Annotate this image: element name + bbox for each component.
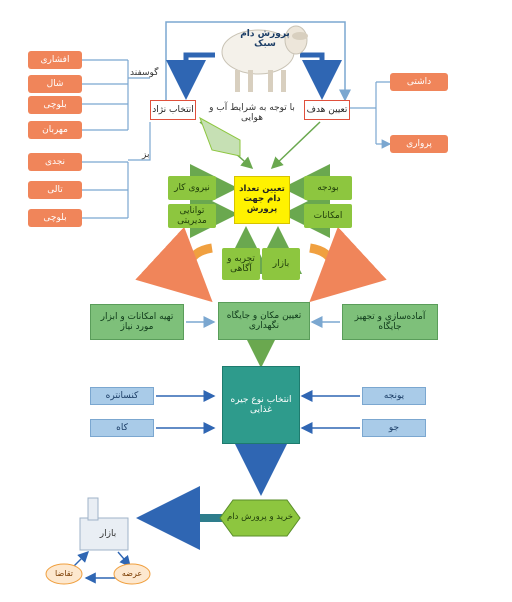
count-right-2: امکانات (304, 204, 352, 228)
feed-center: انتخاب نوع جیره غذایی (222, 366, 300, 444)
count-bottom-2: بازار (262, 248, 300, 280)
sheep-icon (221, 25, 308, 92)
sheep-to-goal-arrow (300, 52, 342, 100)
goat-breeds-connector (82, 122, 151, 219)
buy-label: خرید و پرورش دام (226, 512, 294, 523)
sheep-breed-2: شال (28, 75, 82, 93)
feed-left-2: کاه (90, 419, 154, 437)
count-right-1: بودجه (304, 176, 352, 200)
goat-breed-3: بلوچی (28, 209, 82, 227)
sheep-breed-1: افشاری (28, 51, 82, 69)
place-center: تعیین مکان و جایگاه نگهداری (218, 302, 310, 340)
demand-circle (45, 563, 83, 585)
orange-curve-left (135, 226, 213, 303)
market-label: بازار (99, 528, 117, 539)
count-left-2: توانایی مدیریتی (168, 204, 216, 228)
sheep-breed-3: بلوچی (28, 96, 82, 114)
sheep-breed-4: مهربان (28, 121, 82, 139)
place-right: آماده‌سازی و تجهیز جایگاه (342, 304, 438, 340)
count-center: تعیین تعداد دام جهت پرورش (234, 176, 290, 224)
feed-right-1: یونجه (362, 387, 426, 405)
count-left-1: نیروی کار (168, 176, 216, 200)
goal-to-count-arrow (270, 121, 321, 170)
supply-label: عرضه (121, 569, 143, 579)
market-factory-icon (79, 497, 129, 551)
buy-hexagon (219, 499, 301, 537)
orange-curve-right (309, 226, 387, 303)
supply-circle (113, 563, 151, 585)
sheep-to-breed-arrow (166, 52, 215, 100)
goat-breed-1: نجدی (28, 153, 82, 171)
feed-left-1: کنسانتره (90, 387, 154, 405)
place-left: تهیه امکانات و ابزار مورد نیاز (90, 304, 184, 340)
sheep-title: پرورش دام سبک (240, 28, 290, 49)
count-bottom-1: تجربه و آگاهی (222, 248, 260, 280)
goal-1: داشتی (390, 73, 448, 91)
goat-label: بز (142, 150, 150, 160)
goal-2: پرواری (390, 135, 448, 153)
goat-breed-2: تالی (28, 181, 82, 199)
climate-arrow (199, 116, 241, 157)
breed-box: انتخاب نژاد (150, 100, 196, 120)
demand-to-market-arrow (73, 551, 89, 567)
demand-label: تقاضا (55, 569, 73, 579)
market-to-supply-arrow (117, 551, 131, 568)
goal-box: تعیین هدف (304, 100, 350, 120)
sheep-breeds-connector (82, 59, 150, 131)
sheep-label: گوسفند (130, 68, 159, 78)
climate-note: با توجه به شرایط آب و هوایی (209, 103, 295, 123)
feed-right-2: جو (362, 419, 426, 437)
goal-connector (348, 81, 390, 144)
